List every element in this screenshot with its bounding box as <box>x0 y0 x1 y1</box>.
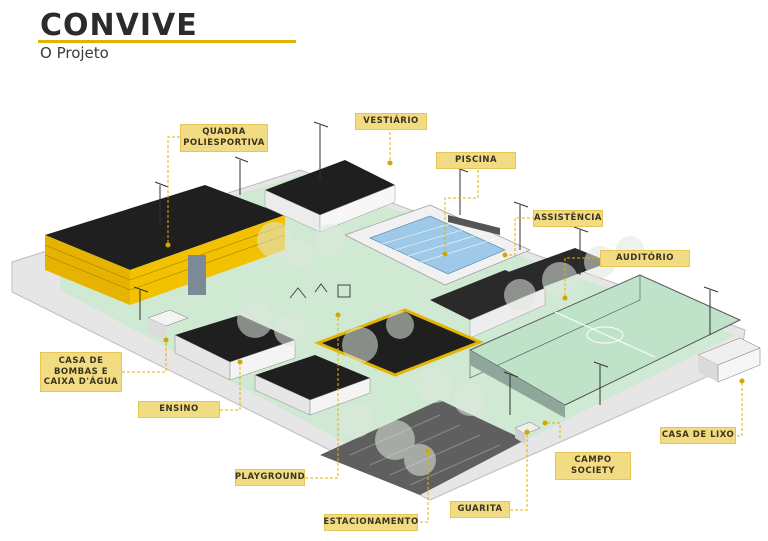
page-subtitle: O Projeto <box>40 44 109 62</box>
label-quadra-poliesportiva: QUADRA POLIESPORTIVA <box>180 124 268 152</box>
title-underline <box>38 40 296 43</box>
guard-house <box>514 421 541 435</box>
label-piscina: PISCINA <box>436 152 516 169</box>
label-casa-de-bombas: CASA DE BOMBAS E CAIXA D'ÁGUA <box>40 352 122 392</box>
sports-court-roof <box>45 185 285 270</box>
light-poles <box>133 121 719 415</box>
ensino-roof-2 <box>255 355 370 400</box>
water-tank <box>188 255 206 295</box>
sports-court-side <box>130 215 285 305</box>
label-ensino: ENSINO <box>138 401 220 418</box>
label-guarita: GUARITA <box>450 501 510 518</box>
vestiario-roof <box>265 160 395 215</box>
trees <box>237 222 644 476</box>
society-fence <box>469 274 641 379</box>
label-vestiario: VESTIÁRIO <box>355 113 427 130</box>
label-playground: PLAYGROUND <box>235 469 305 486</box>
page-title: CONVIVE <box>40 8 198 43</box>
label-auditorio: AUDITÓRIO <box>600 250 690 267</box>
leader-dots <box>163 160 745 454</box>
leader-lines <box>122 122 743 523</box>
header: CONVIVE O Projeto <box>0 0 768 80</box>
label-campo-society: CAMPO SOCIETY <box>555 452 631 480</box>
sports-court-front <box>45 235 130 305</box>
label-assistencia: ASSISTÊNCIA <box>533 210 603 227</box>
playground-equipment <box>289 283 351 299</box>
label-estacionamento: ESTACIONAMENTO <box>323 514 418 531</box>
label-casa-de-lixo: CASA DE LIXO <box>660 427 736 444</box>
